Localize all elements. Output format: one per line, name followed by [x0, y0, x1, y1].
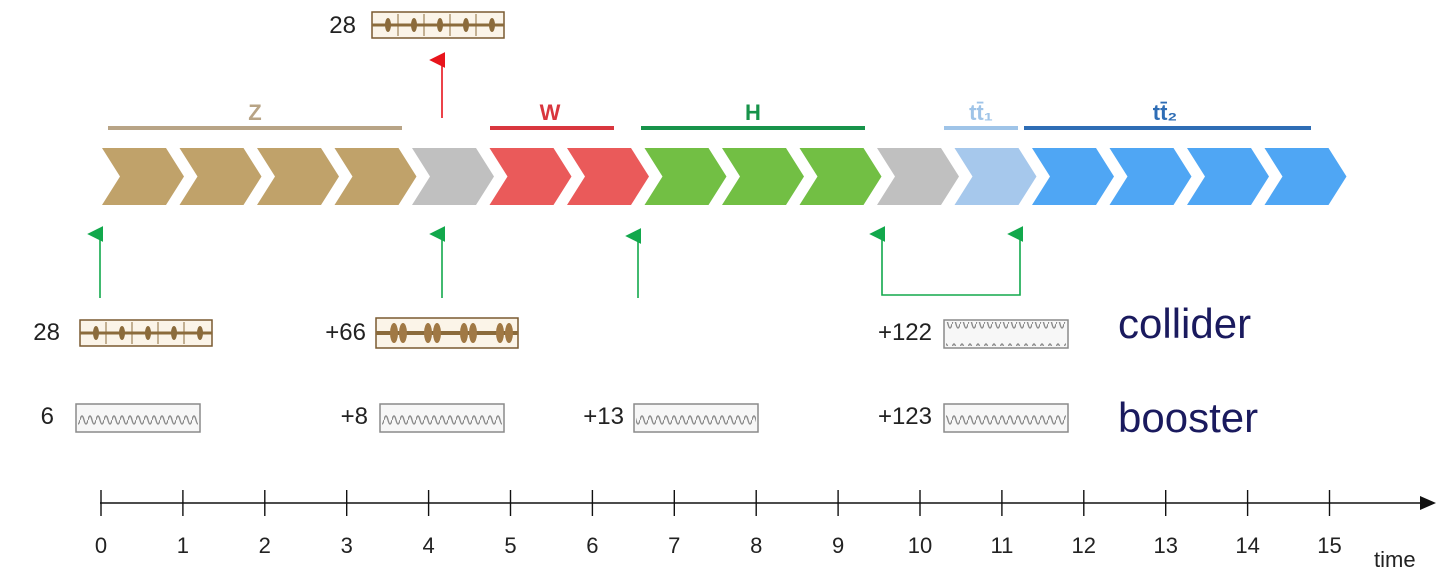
- booster-strip-2: [633, 403, 759, 433]
- axis-tick-label: 8: [750, 533, 762, 558]
- booster-label-2: +13: [583, 403, 624, 430]
- chevron-h: [799, 148, 882, 205]
- phase-label-h: H: [745, 100, 761, 125]
- chevron-gap: [412, 148, 494, 205]
- chevron-w: [567, 148, 649, 205]
- top-label: 28: [329, 12, 356, 39]
- axis-tick-label: 3: [341, 533, 353, 558]
- chevron-w: [489, 148, 572, 205]
- chevron-tt1: [954, 148, 1037, 205]
- axis-tick-label: 11: [990, 533, 1013, 558]
- collider-label-1: +66: [325, 319, 366, 346]
- top-collider-strip: [371, 11, 505, 39]
- collider-strip-0: [79, 319, 213, 347]
- collider-strip-1: [375, 317, 519, 349]
- collider-label-0: 28: [33, 319, 60, 346]
- chevron-tt2: [1109, 148, 1192, 205]
- axis-tick-label: 12: [1072, 533, 1096, 558]
- chevron-tt2: [1032, 148, 1114, 205]
- chevron-gap: [877, 148, 959, 205]
- axis-tick-label: 9: [832, 533, 844, 558]
- chevron-tt2: [1264, 148, 1347, 205]
- axis-tick-label: 0: [95, 533, 107, 558]
- collider-label-2: +122: [878, 319, 932, 346]
- chevron-z: [257, 148, 339, 205]
- chevron-row: [102, 148, 1347, 205]
- axis-tick-label: 13: [1153, 533, 1177, 558]
- axis-arrowhead: [1420, 496, 1436, 510]
- collider-row: 28 +66 +122: [33, 300, 1251, 349]
- phase-label-w: W: [540, 100, 561, 125]
- booster-row: 6 +8 +13 +123 booster: [41, 394, 1258, 441]
- phase-bars: Z W H tt̄₁ tt̄₂: [108, 100, 1311, 130]
- axis-tick-label: 7: [668, 533, 680, 558]
- phase-label-z: Z: [248, 100, 261, 125]
- collider-strip-2: [943, 319, 1069, 349]
- booster-label-3: +123: [878, 403, 932, 430]
- axis-tick-label: 15: [1317, 533, 1341, 558]
- booster-strip-1: [379, 403, 505, 433]
- booster-strip-3: [943, 403, 1069, 433]
- axis-tick-label: 14: [1235, 533, 1259, 558]
- booster-label-1: +8: [341, 403, 368, 430]
- axis-tick-label: 2: [259, 533, 271, 558]
- booster-title: booster: [1118, 394, 1258, 441]
- axis-tick-label: 10: [908, 533, 932, 558]
- booster-strip-0: [75, 403, 201, 433]
- axis-tick-label: 4: [422, 533, 434, 558]
- phase-label-tt1: tt̄₁: [969, 100, 993, 125]
- green-arrows: [87, 226, 1024, 298]
- chevron-tt2: [1187, 148, 1269, 205]
- green-bracket-arrow: [869, 226, 1024, 296]
- chevron-z: [179, 148, 262, 205]
- booster-label-0: 6: [41, 403, 54, 430]
- chevron-z: [102, 148, 184, 205]
- chevron-h: [722, 148, 804, 205]
- chevron-z: [334, 148, 417, 205]
- collider-title: collider: [1118, 300, 1251, 347]
- chevron-h: [644, 148, 727, 205]
- axis-tick-label: 6: [586, 533, 598, 558]
- axis-name: time: [1374, 547, 1416, 572]
- axis-tick-label: 5: [504, 533, 516, 558]
- axis-tick-label: 1: [177, 533, 189, 558]
- phase-label-tt2: tt̄₂: [1153, 100, 1177, 125]
